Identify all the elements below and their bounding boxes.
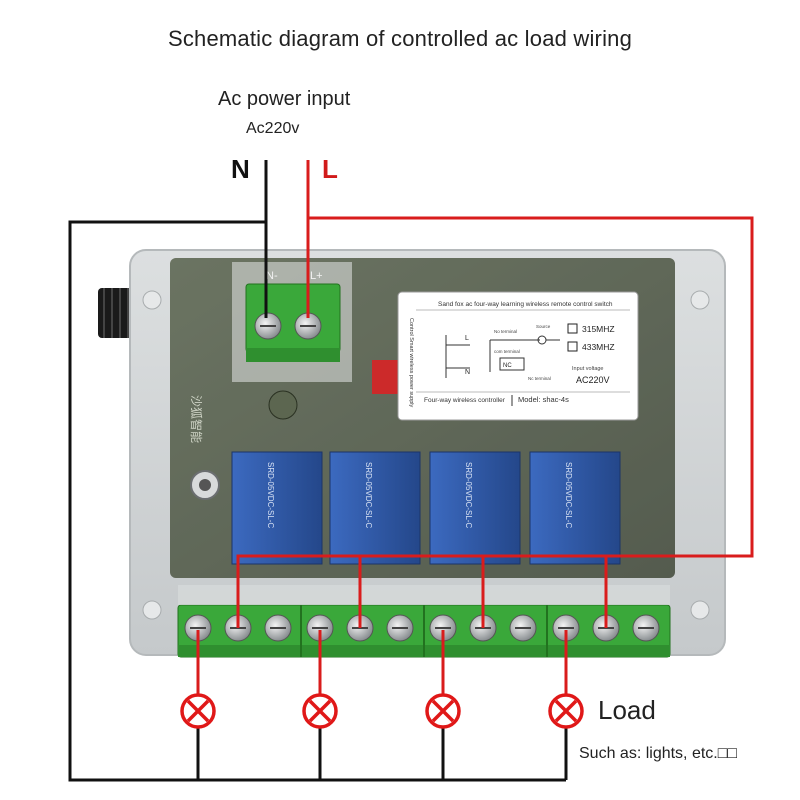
input-terminal-block: N- L+ [232,262,352,382]
freq-option-315: 315MHZ [582,324,615,334]
relay-3-text: SRD-05VDC-SL-C [464,462,473,528]
lamp-icon-3 [425,693,461,729]
product-label-footer-left: Four-way wireless controller [424,397,506,404]
load-example-label: Such as: lights, etc.□□ [579,745,738,762]
product-label-n: N [465,369,470,376]
relay-1-text: SRD-05VDC-SL-C [266,462,275,528]
neutral-label: N [231,154,250,184]
lamp-icon-2 [302,693,338,729]
product-label-header: Sand fox ac four-way learning wireless r… [438,301,613,308]
output-terminal-screw [386,614,414,642]
neutral-wire [68,160,568,782]
relay-4-text: SRD-05VDC-SL-C [564,462,573,528]
input-voltage-value: AC220V [576,375,610,385]
output-terminal-screw [509,614,537,642]
power-input-label: Ac power input [218,88,351,110]
relay-2-text: SRD-05VDC-SL-C [364,462,373,528]
product-label-source: Source [536,324,551,329]
load-label: Load [598,695,656,725]
relay-3: SRD-05VDC-SL-C [429,451,521,565]
load-feed-wires [196,630,568,694]
input-terminal-l-label: L+ [310,270,323,282]
lamp-icon-1 [180,693,216,729]
product-label-l: L [465,335,469,342]
diagram-title: Schematic diagram of controlled ac load … [167,26,633,51]
product-label: Sand fox ac four-way learning wireless r… [397,291,639,421]
load-lamps [180,693,584,729]
output-terminal-strip [177,585,671,658]
product-label-com: com terminal [494,349,520,354]
voltage-label: Ac220v [246,120,300,137]
product-label-nc: NC [503,363,512,369]
output-terminal-screw [632,614,660,642]
output-terminal-screw [264,614,292,642]
product-label-side-text: Control Smart wireless power supply [408,318,414,408]
relay-1: SRD-05VDC-SL-C [231,451,323,565]
product-label-no: No terminal [494,329,517,334]
relay-2: SRD-05VDC-SL-C [329,451,421,565]
product-label-model: Model: shac-4s [518,395,569,404]
input-terminal-n-label: N- [266,270,278,282]
live-wire [236,160,754,628]
input-voltage-label: Input voltage [572,366,604,372]
freq-option-433: 433MHZ [582,342,615,352]
relay-4: SRD-05VDC-SL-C [529,451,621,565]
product-label-nc-terminal: Nc terminal [528,376,551,381]
lamp-icon-4 [548,693,584,729]
live-label: L [322,154,338,184]
board-side-text: 沙狐智能 [189,395,204,443]
